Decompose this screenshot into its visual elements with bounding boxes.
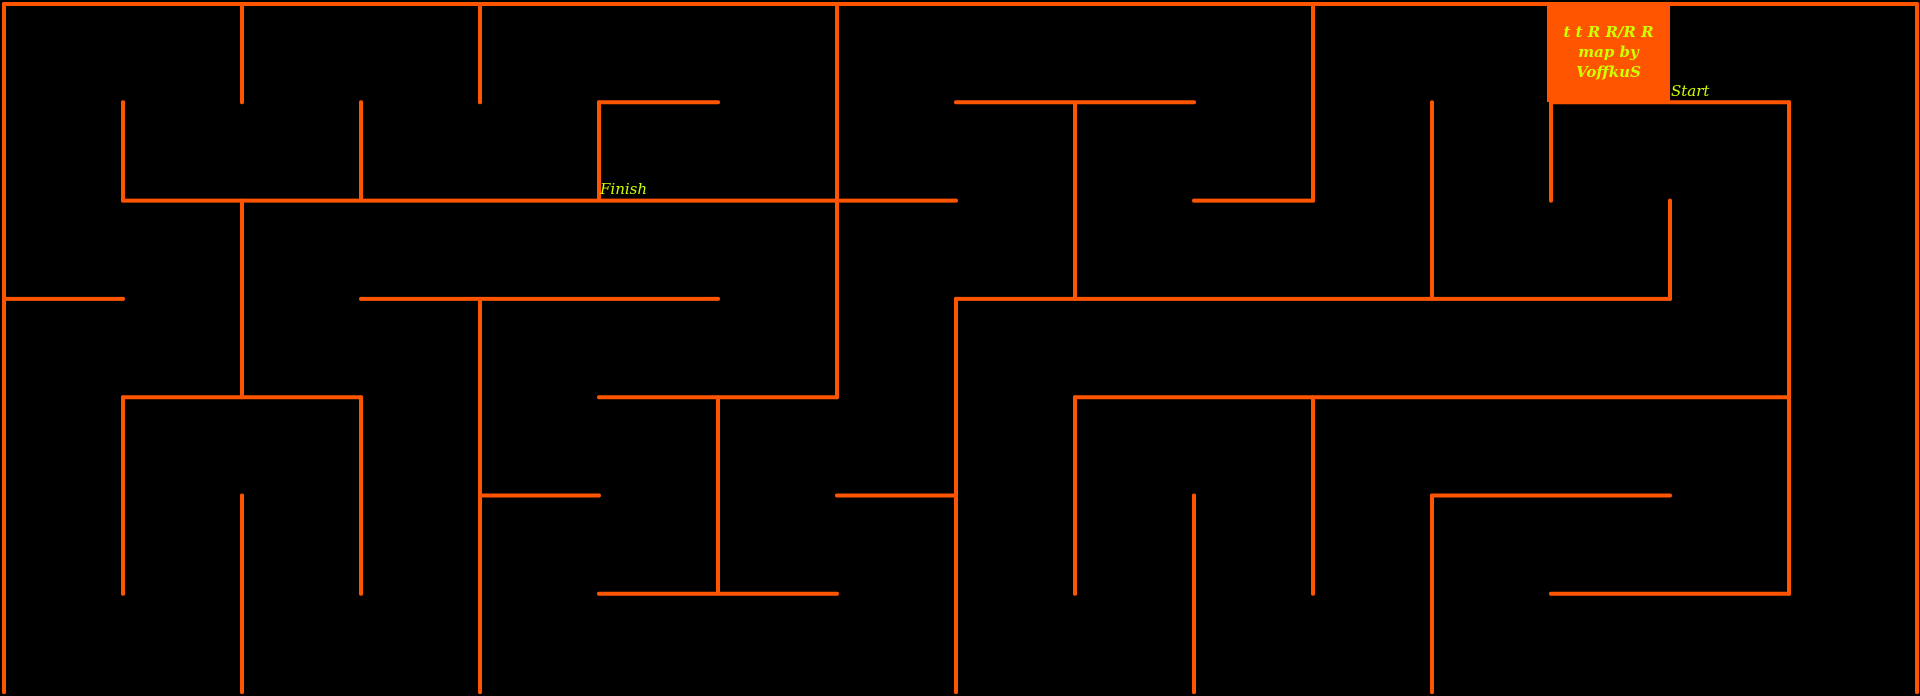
map-title-line: t t R R/R R: [1563, 23, 1654, 41]
start-label: Start: [1671, 82, 1710, 100]
map-title-line: VoffkuS: [1576, 63, 1641, 81]
map-title-box: t t R R/R R map by VoffkuS: [1547, 2, 1670, 102]
finish-label: Finish: [600, 180, 648, 198]
map-title-line: map by: [1578, 43, 1639, 61]
